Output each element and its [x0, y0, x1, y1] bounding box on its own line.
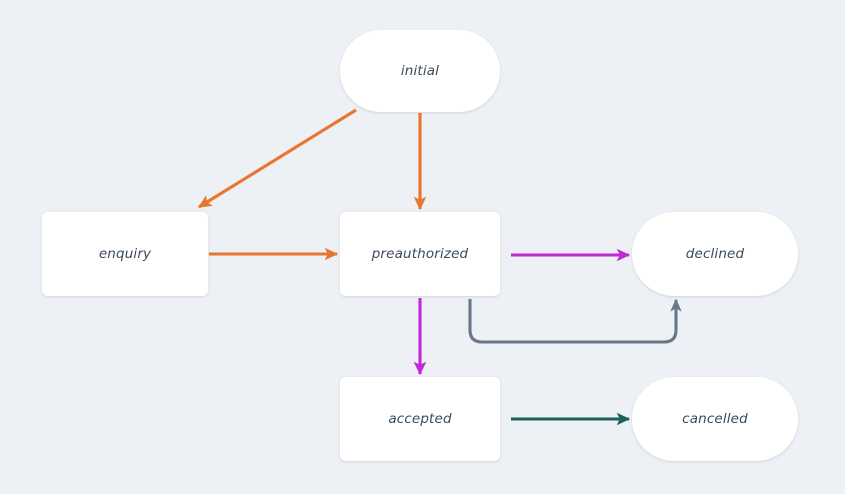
edge-initial-to-enquiry	[198, 108, 357, 209]
node-cancelled-label: cancelled	[682, 411, 748, 427]
node-declined-label: declined	[685, 246, 745, 262]
node-initial[interactable]: initial	[340, 30, 500, 112]
node-preauthorized-label: preauthorized	[371, 246, 469, 262]
node-preauthorized[interactable]: preauthorized	[340, 212, 500, 296]
node-cancelled[interactable]: cancelled	[632, 377, 798, 461]
node-enquiry-label: enquiry	[98, 246, 152, 262]
node-enquiry[interactable]: enquiry	[42, 212, 208, 296]
node-accepted[interactable]: accepted	[340, 377, 500, 461]
node-declined[interactable]: declined	[632, 212, 798, 296]
node-accepted-label: accepted	[388, 411, 452, 427]
node-initial-label: initial	[400, 63, 440, 79]
edge-preauthorized-to-declined-alt	[468, 298, 682, 344]
